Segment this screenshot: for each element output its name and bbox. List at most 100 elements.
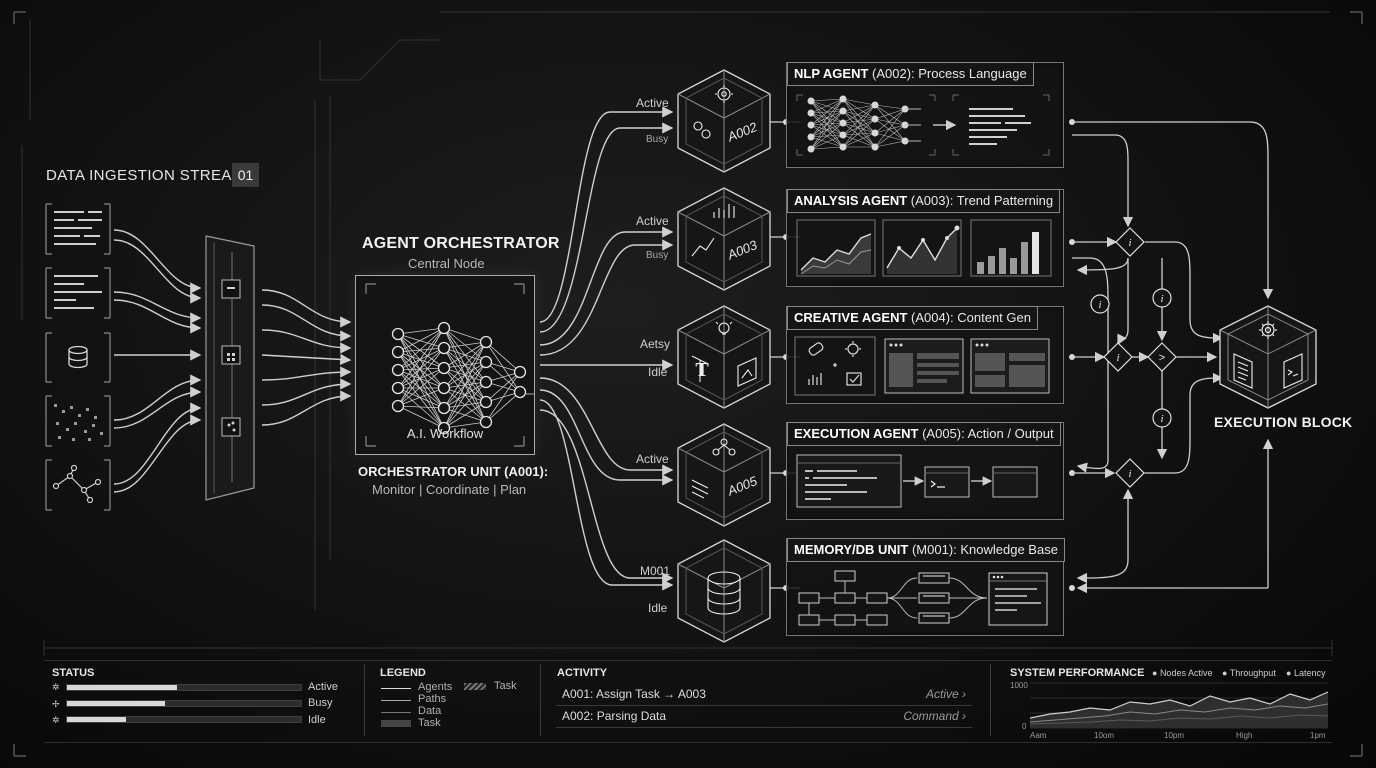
status-icon-idle: ✲ [52,715,60,725]
legend-swatch-data [381,712,411,713]
status-bar-busy-fill [67,701,166,706]
network-node [839,107,847,115]
memory-flow-graphic [798,570,1048,626]
network-node [839,95,847,103]
legend-swatch-paths [381,700,411,701]
svg-text:i: i [1160,293,1163,305]
svg-text:i: i [1160,413,1163,425]
activity-row[interactable]: A002: Parsing Data Command › [556,707,972,728]
agent-status-nlp-bottom: Busy [646,134,669,145]
network-node [479,335,493,349]
status-label-active: Active [308,681,338,693]
ingestion-index-badge: 01 [232,163,259,187]
neural-network-icon [365,283,534,447]
execution-block-cube[interactable] [1212,300,1324,412]
network-node [479,415,493,429]
status-bar-idle-fill [67,717,126,722]
activity-state: Active › [925,687,966,701]
performance-x-label: Aam [1030,731,1047,740]
network-node [391,399,405,413]
performance-x-label: 1pm [1310,731,1326,740]
network-node [391,363,405,377]
footer-separator-3 [990,664,991,736]
agent-status-analysis-top: Active [636,214,669,228]
footer-separator-2 [540,664,541,736]
agent-cube-nlp: A002 [677,69,771,173]
performance-x-label: 10pm [1164,731,1185,740]
status-title: STATUS [52,667,95,679]
orchestrator-inner-label: A.I. Workflow [406,426,484,441]
agent-status-execution-top: Active [636,452,669,466]
agent-status-memory-bottom: Idle [648,601,668,615]
performance-legend-nodes: ● Nodes Active [1152,668,1213,678]
panel-nlp-title: NLP AGENT (A002): Process Language [787,62,1034,86]
orchestrator-unit-title: ORCHESTRATOR UNIT (A001): [358,464,549,479]
agent-status-memory-top: M001 [640,564,671,578]
database-icon [68,345,88,369]
svg-text:i: i [1128,468,1131,480]
nlp-network-graphic [796,94,1050,156]
network-node [807,121,815,129]
activity-text: A001: Assign Task → A003 [562,687,706,701]
agent-cube-creative: T [677,305,771,409]
network-icon [691,438,736,499]
status-bar-idle [66,716,302,723]
orchestrator-subtitle: Central Node [408,256,485,271]
agent-status-nlp-top: Active [636,96,669,110]
status-bar-busy [66,700,302,707]
panel-nlp-agent[interactable]: NLP AGENT (A002): Process Language [786,62,1064,168]
panel-analysis-agent[interactable]: ANALYSIS AGENT (A003): Trend Patterning [786,189,1064,287]
legend-swatch-hatched [464,683,486,690]
orchestrator-unit-subtitle: Monitor | Coordinate | Plan [372,482,527,497]
agent-cube-memory [677,539,771,643]
status-label-idle: Idle [308,714,326,726]
execution-block-title: EXECUTION BLOCK [1214,414,1353,430]
network-node [479,355,493,369]
footer-divider [44,660,1332,661]
agent-status-creative-bottom: Idle [648,365,668,379]
legend-label-agents: Agents [418,681,453,693]
network-node [437,321,451,335]
agent-status-analysis-bottom: Busy [646,250,669,261]
network-node [871,129,879,137]
performance-chart [1030,682,1328,729]
orchestrator-node[interactable]: A.I. Workflow [355,275,535,455]
performance-legend-latency: ● Latency [1286,668,1326,678]
network-node [839,143,847,151]
ingestion-sources [45,203,111,511]
network-node [807,97,815,105]
legend-swatch-task [381,720,411,727]
status-icon-busy: ✢ [52,699,60,709]
network-node [513,385,527,399]
legend-swatch-agents [381,688,411,689]
ingestion-title: DATA INGESTION STREAM [46,167,245,184]
network-node [513,365,527,379]
analysis-charts-graphic [796,219,1052,277]
network-node [871,143,879,151]
activity-row[interactable]: A001: Assign Task → A003 Active › [556,685,972,706]
panel-memory-unit[interactable]: MEMORY/DB UNIT (M001): Knowledge Base [786,538,1065,636]
network-node [839,131,847,139]
execution-terminal-graphic [796,454,1038,508]
terminal-icon [1283,353,1303,389]
performance-x-label: High [1236,731,1253,740]
creative-content-graphic [794,336,1050,396]
network-node [437,401,451,415]
network-node [391,345,405,359]
ingestion-funnel [205,235,255,501]
performance-y-bottom: 0 [1022,722,1027,731]
legend-title: LEGEND [380,667,426,679]
activity-state: Command › [903,709,966,723]
network-node [871,101,879,109]
network-node [839,119,847,127]
status-label-busy: Busy [308,697,333,709]
gear-icon [1259,321,1277,339]
agent-cube-execution: A005 [677,423,771,527]
network-node [479,395,493,409]
status-bar-active [66,684,302,691]
footer-separator-1 [364,664,365,736]
panel-creative-agent[interactable]: CREATIVE AGENT (A004): Content Gen [786,306,1064,404]
panel-execution-agent[interactable]: EXECUTION AGENT (A005): Action / Output [786,422,1064,520]
